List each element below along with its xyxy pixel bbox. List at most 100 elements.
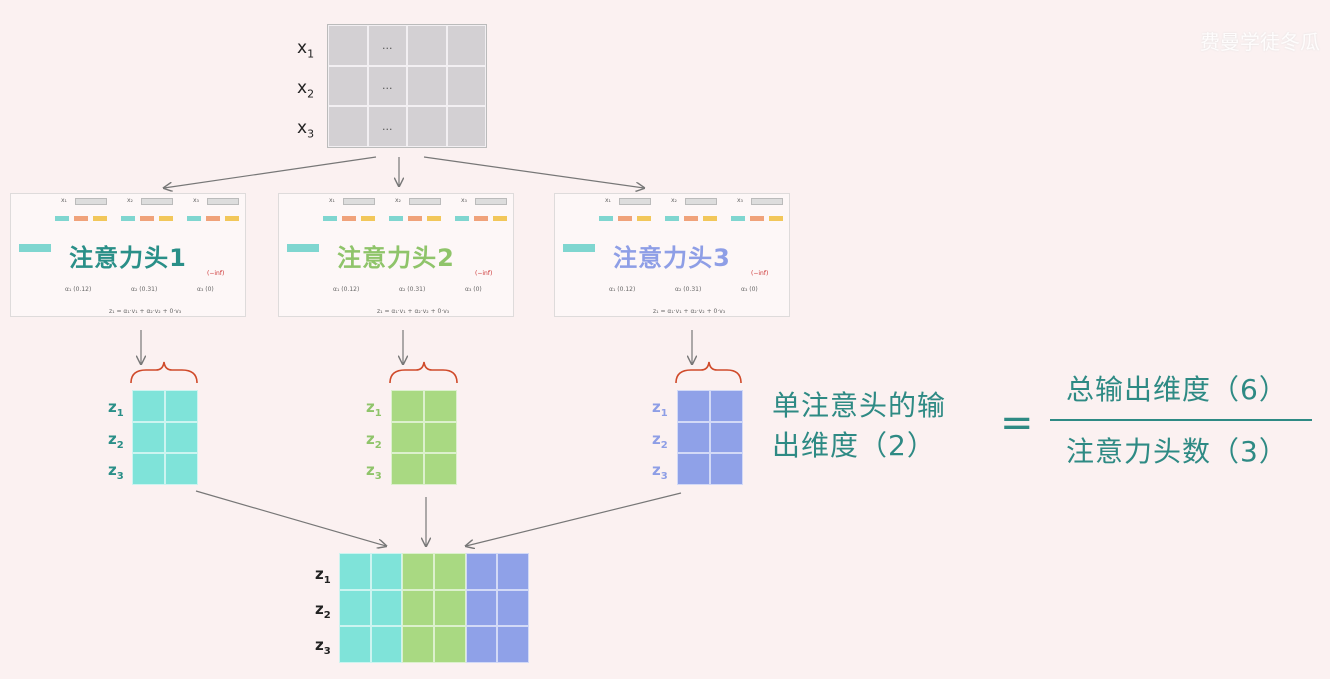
head3-z3-label: z3	[652, 461, 668, 482]
concat-cell	[497, 626, 529, 663]
mini-qkv-box	[750, 216, 764, 221]
input-cell	[328, 65, 368, 107]
formula-left-line1: 单注意头的输	[772, 389, 947, 422]
mini-qkv-box	[93, 216, 107, 221]
concat-cell	[402, 626, 434, 663]
mini-qkv-box	[74, 216, 88, 221]
mini-qkv-box	[618, 216, 632, 221]
mini-score: α₂ (0.31)	[675, 286, 702, 293]
mini-score: α₃ (0)	[465, 286, 482, 293]
concat-cell	[370, 553, 403, 590]
concat-z3-label: z3	[315, 636, 331, 657]
output-cell	[710, 421, 743, 454]
formula-numerator: 总输出维度（6）	[1066, 373, 1288, 406]
output-cell	[424, 453, 457, 485]
concat-z2-label: z2	[315, 600, 331, 621]
mini-query-box	[563, 244, 595, 252]
mini-score: α₁ (0.12)	[65, 286, 92, 293]
mini-qkv-box	[493, 216, 507, 221]
mini-qkv-box	[703, 216, 717, 221]
mini-qkv-box	[361, 216, 375, 221]
mini-inf: (−inf)	[751, 270, 769, 277]
concat-cell	[339, 589, 371, 627]
fraction-bar	[1050, 419, 1312, 421]
output-cell	[132, 453, 165, 485]
mini-qkv-box	[389, 216, 403, 221]
concat-cell	[497, 589, 529, 627]
mini-qkv-box	[474, 216, 488, 221]
mini-vector	[475, 198, 507, 205]
mini-vector	[619, 198, 651, 205]
mini-vector	[343, 198, 375, 205]
concat-cell	[497, 553, 529, 590]
output-cell	[391, 421, 424, 454]
arrow-z3-concat	[466, 492, 682, 546]
head-output-matrix-3	[677, 390, 743, 485]
mini-qkv-box	[342, 216, 356, 221]
mini-qkv-box	[187, 216, 201, 221]
mini-vector	[685, 198, 717, 205]
input-cell: ...	[367, 65, 407, 107]
mini-qkv-box	[408, 216, 422, 221]
concat-cell	[433, 553, 466, 590]
concat-cell	[433, 589, 466, 627]
mini-sum: z₁ = α₁·v₁ + α₂·v₂ + 0·v₃	[653, 308, 726, 315]
arrow-z1-concat	[195, 490, 386, 546]
input-cell	[407, 25, 447, 66]
mini-vector	[141, 198, 173, 205]
mini-qkv-box	[55, 216, 69, 221]
output-cell	[424, 390, 457, 422]
mini-vector	[409, 198, 441, 205]
concat-cell	[465, 553, 498, 590]
input-cell	[446, 25, 486, 66]
concat-cell	[465, 589, 498, 627]
input-cell	[407, 65, 447, 107]
mini-qkv-box	[323, 216, 337, 221]
mini-query-box	[19, 244, 51, 252]
output-cell	[710, 453, 743, 485]
mini-vector	[751, 198, 783, 205]
output-cell	[132, 421, 165, 454]
input-cell	[446, 65, 486, 107]
input-label-x1: x1	[297, 38, 315, 61]
mini-inf: (−inf)	[475, 270, 493, 277]
mini-score: α₃ (0)	[741, 286, 758, 293]
output-cell	[424, 421, 457, 454]
output-cell	[677, 453, 710, 485]
input-cell	[328, 25, 368, 66]
head3-z2-label: z2	[652, 430, 668, 451]
brace-head3	[675, 361, 742, 384]
mini-qkv-box	[225, 216, 239, 221]
brace-head2	[389, 361, 458, 384]
concat-cell	[402, 553, 434, 590]
head-output-matrix-2	[391, 390, 457, 485]
formula-denominator: 注意力头数（3）	[1066, 435, 1288, 468]
mini-qkv-box	[599, 216, 613, 221]
head-title-1: 注意力头1	[69, 244, 187, 272]
input-cell	[407, 106, 447, 147]
mini-vector	[207, 198, 239, 205]
mini-x-label: x₃	[737, 197, 743, 204]
mini-x-label: x₂	[395, 197, 401, 204]
concat-z1-label: z1	[315, 565, 331, 586]
output-cell	[677, 390, 710, 422]
head2-z1-label: z1	[366, 398, 382, 419]
head1-z1-label: z1	[108, 398, 124, 419]
mini-sum: z₁ = α₁·v₁ + α₂·v₂ + 0·v₃	[109, 308, 182, 315]
mini-score: α₂ (0.31)	[131, 286, 158, 293]
mini-qkv-box	[769, 216, 783, 221]
arrow-input-head3	[423, 156, 644, 188]
output-cell	[132, 390, 165, 422]
head1-z2-label: z2	[108, 430, 124, 451]
head2-z2-label: z2	[366, 430, 382, 451]
input-cell: ...	[367, 106, 407, 147]
head-title-2: 注意力头2	[337, 244, 455, 272]
mini-qkv-box	[665, 216, 679, 221]
head-output-matrix-1	[132, 390, 198, 485]
concat-cell	[370, 626, 403, 663]
mini-qkv-box	[159, 216, 173, 221]
mini-qkv-box	[731, 216, 745, 221]
mini-qkv-box	[637, 216, 651, 221]
